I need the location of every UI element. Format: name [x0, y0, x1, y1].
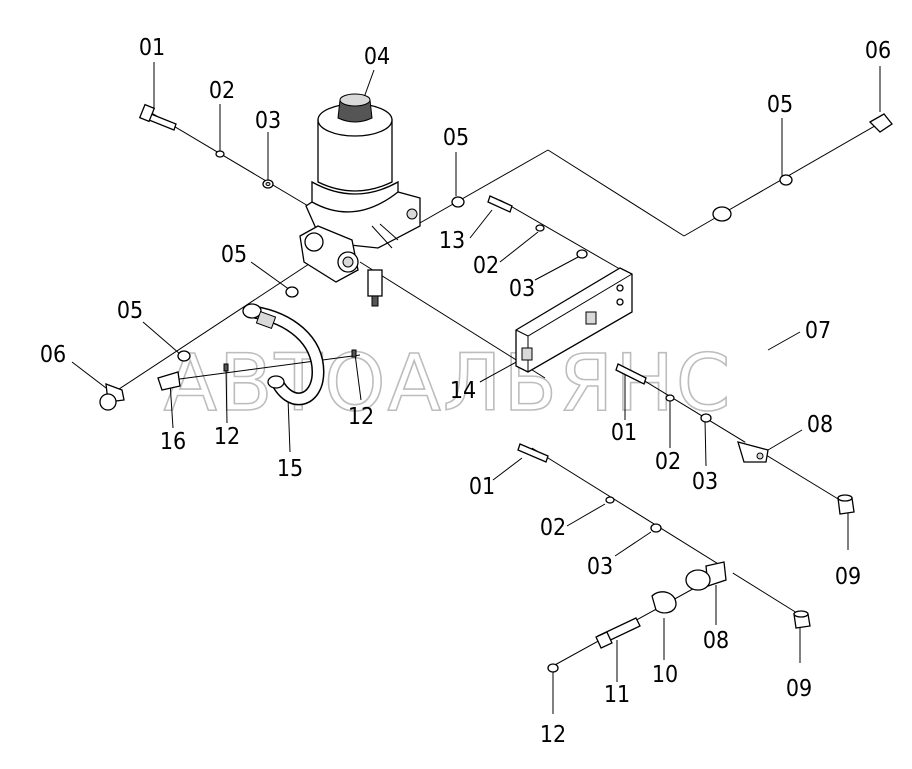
callout-05-b: 05 [221, 242, 247, 268]
callout-08-a: 08 [807, 412, 833, 438]
callout-05-d: 05 [767, 92, 793, 118]
callout-labels: 01 02 03 04 05 05 05 06 06 05 07 13 02 0… [40, 35, 891, 748]
callout-12-b: 12 [348, 404, 374, 430]
callout-15: 15 [277, 456, 303, 482]
callout-02-d: 02 [540, 515, 566, 541]
assembly-lines [109, 111, 881, 667]
callout-11: 11 [604, 682, 630, 708]
leader-lines [71, 62, 881, 714]
callout-02-a: 02 [209, 78, 235, 104]
callout-09-b: 09 [786, 676, 812, 702]
callout-01-c: 01 [469, 474, 495, 500]
callout-05-c: 05 [117, 298, 143, 324]
callout-04: 04 [364, 44, 390, 70]
hose [242, 303, 325, 406]
fuel-pipe [685, 206, 769, 591]
callout-09-a: 09 [835, 564, 861, 590]
callout-01-a: 01 [139, 35, 165, 61]
callout-06-a: 06 [40, 342, 66, 368]
callout-13: 13 [439, 228, 465, 254]
callout-02-c: 02 [655, 449, 681, 475]
callout-07: 07 [805, 318, 831, 344]
callout-03-c: 03 [692, 469, 718, 495]
bracket-plate [515, 267, 633, 373]
callout-12-a: 12 [214, 424, 240, 450]
callout-03-b: 03 [509, 276, 535, 302]
callout-01-b: 01 [611, 420, 637, 446]
callout-12-c: 12 [540, 722, 566, 748]
callout-14: 14 [450, 378, 476, 404]
callout-02-b: 02 [473, 253, 499, 279]
fasteners [99, 103, 893, 673]
callout-10: 10 [652, 662, 678, 688]
callout-03-d: 03 [587, 554, 613, 580]
callout-03-a: 03 [255, 108, 281, 134]
callout-08-b: 08 [703, 628, 729, 654]
fuel-filter-assembly [299, 93, 421, 307]
watermark-text: АВТОАЛЬЯНС [164, 339, 733, 429]
callout-06-b: 06 [865, 38, 891, 64]
callout-05-a: 05 [443, 125, 469, 151]
callout-16: 16 [160, 429, 186, 455]
